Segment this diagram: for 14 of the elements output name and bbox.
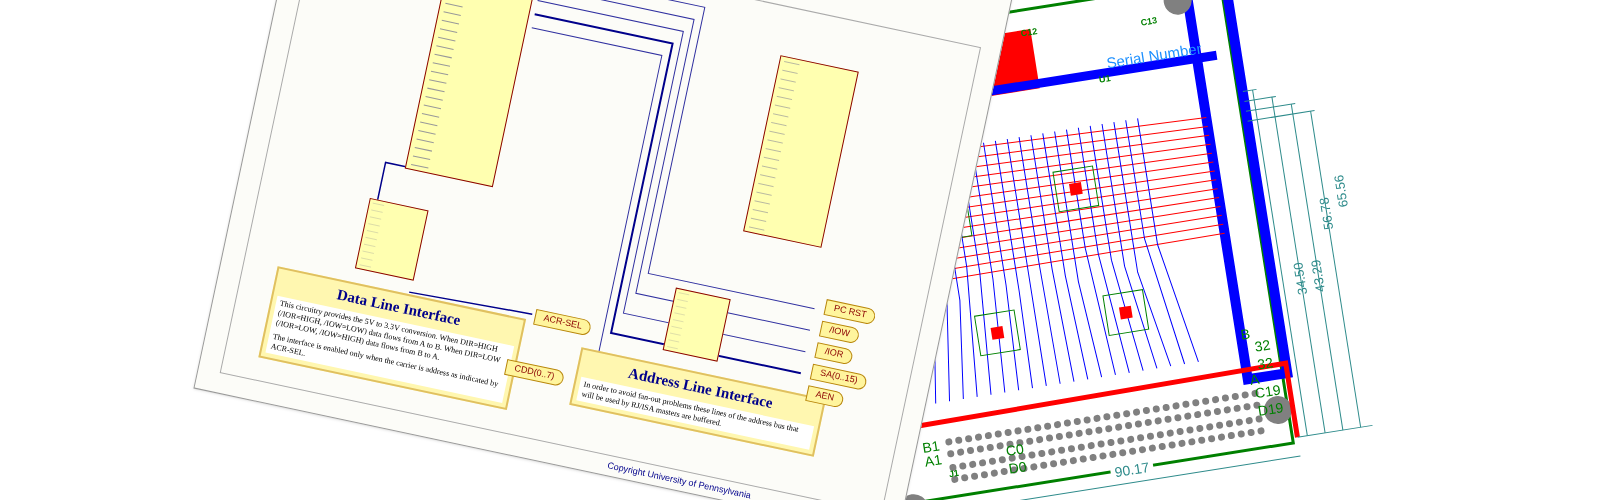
pin-label: B bbox=[1239, 324, 1252, 345]
pin-label: D19 bbox=[1256, 398, 1285, 422]
port-flag: PC RST bbox=[823, 299, 877, 325]
component-designator: C13 bbox=[1139, 14, 1159, 30]
silkscreen-text: Serial Number bbox=[1104, 38, 1204, 74]
pin-label: C0 bbox=[1004, 439, 1026, 461]
pin-label: B1 bbox=[920, 436, 941, 456]
component-designator: U1 bbox=[1098, 72, 1112, 87]
component-designator: J1 bbox=[948, 466, 960, 482]
port-flag: /IOR bbox=[814, 342, 854, 365]
port-flag: ACR-SEL bbox=[533, 308, 593, 336]
port-flag: AEN bbox=[805, 385, 845, 408]
port-flag: /IOW bbox=[819, 320, 860, 344]
component-designator: C12 bbox=[1019, 25, 1039, 41]
